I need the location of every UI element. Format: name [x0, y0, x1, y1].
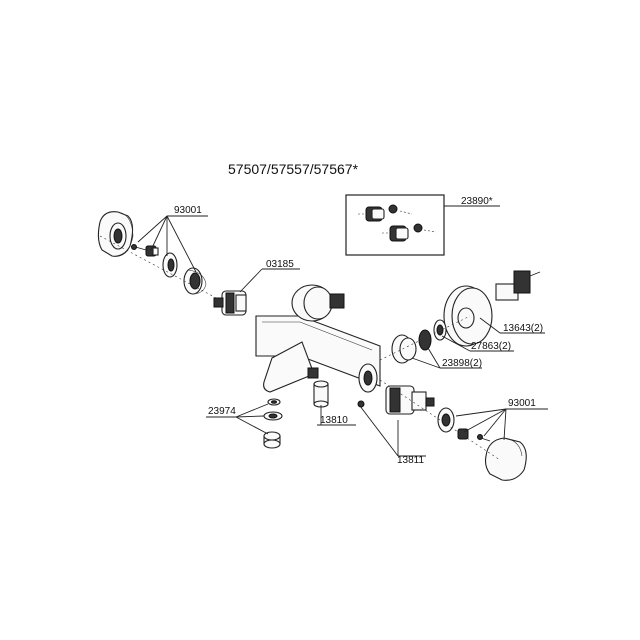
left-handle — [97, 211, 134, 257]
right-screw — [477, 434, 491, 442]
label-23898: 23898(2) — [442, 358, 482, 369]
left-splined-adapter — [145, 245, 159, 257]
label-93001-left: 93001 — [174, 205, 202, 216]
right-eccentric-cover — [443, 285, 493, 347]
left-screw — [131, 244, 147, 251]
right-ring-washer — [437, 407, 455, 433]
thermostatic-cartridge — [385, 385, 435, 415]
label-13810: 13810 — [320, 415, 348, 426]
label-03185: 03185 — [266, 259, 294, 270]
label-27863: 27863(2) — [471, 341, 511, 352]
eccentric-connector — [495, 270, 541, 301]
mixer-body — [255, 284, 381, 408]
label-93001-right: 93001 — [508, 398, 536, 409]
label-23974: 23974 — [208, 406, 236, 417]
label-13643: 13643(2) — [503, 323, 543, 334]
diagram-title: 57507/57557/57567* — [228, 161, 359, 177]
left-cartridge — [213, 290, 247, 316]
inset-check-valve-top — [358, 204, 413, 222]
right-handle — [484, 437, 527, 481]
label-13811: 13811 — [397, 455, 425, 466]
spout-sleeve — [313, 380, 329, 408]
inset-check-valve-bottom — [382, 223, 437, 242]
aerator — [263, 398, 283, 449]
check-valve-nut — [391, 319, 447, 364]
label-23890: 23890* — [461, 196, 493, 207]
inset-box — [345, 194, 500, 256]
left-ring-washer — [162, 252, 178, 278]
left-cap — [183, 267, 207, 295]
